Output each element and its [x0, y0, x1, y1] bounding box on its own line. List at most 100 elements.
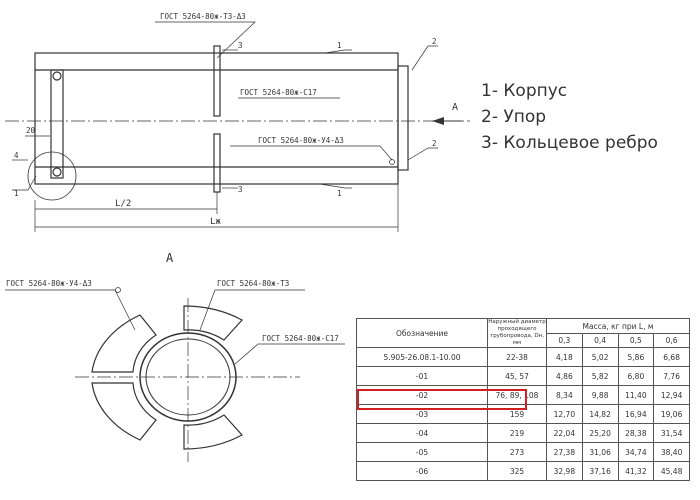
leader-2-bottom [407, 147, 438, 161]
cell-diameter: 273 [487, 442, 547, 462]
callout-1-bottom: 1 [337, 189, 342, 198]
legend-item-stop: 2- Упор [481, 107, 547, 127]
view-title: A [166, 251, 174, 265]
view-arrow-label: A [452, 102, 458, 113]
table-row: -01 45, 57 4,86 5,82 6,80 7,76 [356, 366, 690, 386]
dim-total-label: Lж [210, 217, 221, 227]
cell-mass: 14,82 [581, 404, 619, 424]
section-weld-mark [115, 287, 121, 293]
table-row: -06 325 32,98 37,16 41,32 45,48 [356, 461, 690, 481]
section-leader-c17 [234, 343, 345, 365]
cell-mass: 31,54 [653, 423, 690, 443]
cell-mass: 5,02 [581, 347, 619, 367]
cell-mass: 4,86 [546, 366, 583, 386]
left-weld-bottom [52, 167, 62, 177]
cell-mass: 5,82 [581, 366, 619, 386]
weld-mark [389, 159, 395, 165]
cell-diameter: 22-38 [487, 347, 547, 367]
cell-diameter: 45, 57 [487, 366, 547, 386]
cell-designation: -06 [356, 461, 488, 481]
cell-designation: -01 [356, 366, 488, 386]
callout-2-top: 2 [432, 37, 437, 46]
legend: 1- Корпус 2- Упор 3- Кольцевое ребро [481, 78, 658, 156]
cell-mass: 27,38 [546, 442, 583, 462]
side-view [5, 21, 470, 232]
callout-3-top: 3 [238, 41, 243, 50]
dim-20-label: 20 [26, 126, 36, 135]
left-weld-top [52, 71, 62, 81]
cell-mass: 37,16 [581, 461, 619, 481]
callout-1-left: 1 [14, 189, 19, 198]
section-gost-y4-label: ГОСТ 5264-80ж-У4-Δ3 [6, 279, 92, 288]
section-view [5, 289, 345, 462]
cell-mass: 8,34 [546, 385, 583, 405]
ring-segment-tl [91, 314, 157, 373]
ring-segment-tr [183, 305, 243, 341]
gost-t3-label: ГОСТ 5264-80ж-Т3-Δ3 [160, 12, 246, 21]
leader-1-bottom [319, 183, 352, 189]
ring-bottom [213, 133, 221, 193]
cell-designation: 5.905-26.08.1-10.00 [356, 347, 488, 367]
cell-mass: 9,88 [581, 385, 619, 405]
detail-circle [27, 151, 77, 201]
header-length: 0,5 [617, 333, 655, 348]
cell-mass: 16,94 [617, 404, 655, 424]
section-gost-t3-label: ГОСТ 5264-80ж-Т3 [217, 279, 289, 288]
cell-mass: 28,38 [617, 423, 655, 443]
header-length: 0,4 [581, 333, 619, 348]
header-designation: Обозначение [356, 318, 488, 348]
table-row: -05 273 27,38 31,06 34,74 38,40 [356, 442, 690, 462]
view-arrow-head [432, 117, 444, 125]
cell-mass: 6,80 [617, 366, 655, 386]
ring-segment-bl [91, 382, 157, 441]
cell-diameter: 325 [487, 461, 547, 481]
cell-mass: 6,68 [653, 347, 690, 367]
callout-3-bottom: 3 [238, 185, 243, 194]
table-row: -04 219 22,04 25,20 28,38 31,54 [356, 423, 690, 443]
legend-item-ring: 3- Кольцевое ребро [481, 133, 658, 153]
gost-y4-label: ГОСТ 5264-80ж-У4-Δ3 [258, 136, 344, 145]
cell-designation: -05 [356, 442, 488, 462]
cell-mass: 41,32 [617, 461, 655, 481]
spec-table: Обозначение Наружный диаметр проходящего… [356, 318, 690, 481]
cell-mass: 45,48 [653, 461, 690, 481]
dim-half-label: L/2 [115, 199, 131, 209]
left-stop [50, 69, 64, 179]
cell-mass: 22,04 [546, 423, 583, 443]
gost-c17-label: ГОСТ 5264-80ж-С17 [240, 88, 317, 97]
cell-mass: 38,40 [653, 442, 690, 462]
leader-1-top [324, 49, 352, 54]
cell-mass: 31,06 [581, 442, 619, 462]
cell-mass: 7,76 [653, 366, 690, 386]
callout-1-top: 1 [337, 41, 342, 50]
callout-4: 4 [14, 151, 19, 160]
cell-mass: 25,20 [581, 423, 619, 443]
callout-2-bottom: 2 [432, 139, 437, 148]
leader-2-top [411, 45, 438, 71]
cell-mass: 12,70 [546, 404, 583, 424]
header-diameter: Наружный диаметр проходящего трубопровод… [487, 318, 547, 348]
header-mass: Масса, кг при L, м [546, 318, 690, 334]
table-row: 5.905-26.08.1-10.00 22-38 4,18 5,02 5,86… [356, 347, 690, 367]
section-gost-c17-label: ГОСТ 5264-80ж-С17 [262, 334, 339, 343]
cell-diameter: 219 [487, 423, 547, 443]
cell-mass: 34,74 [617, 442, 655, 462]
cell-mass: 12,94 [653, 385, 690, 405]
cell-designation: -04 [356, 423, 488, 443]
ring-top [213, 45, 221, 117]
cell-mass: 11,40 [617, 385, 655, 405]
leader-1-left [12, 175, 37, 191]
leader-t3 [155, 21, 256, 59]
header-length: 0,6 [653, 333, 690, 348]
ring-segment-br [183, 414, 243, 450]
cell-mass: 32,98 [546, 461, 583, 481]
cell-mass: 5,86 [617, 347, 655, 367]
section-leader-y4 [5, 289, 136, 331]
body-outline [34, 52, 399, 185]
leader-y4 [230, 145, 393, 161]
section-leader-t3 [199, 289, 305, 331]
row-highlight-box [357, 389, 527, 410]
cell-mass: 4,18 [546, 347, 583, 367]
stop-plate [397, 65, 409, 171]
